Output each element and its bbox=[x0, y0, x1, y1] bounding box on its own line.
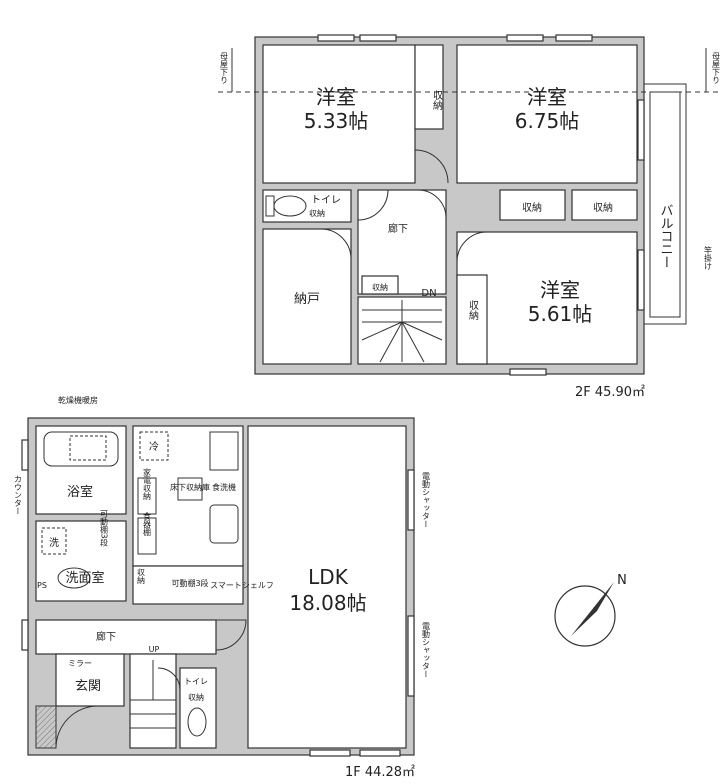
toilet-1f-closet-label: 収納 bbox=[188, 692, 204, 702]
room-nw bbox=[262, 44, 416, 184]
entrance-hatch bbox=[35, 705, 57, 749]
dryer-unit-icon bbox=[69, 435, 107, 461]
compass-needle-icon bbox=[571, 582, 614, 636]
dn-label: DN bbox=[421, 288, 436, 299]
door-entrance[interactable] bbox=[55, 705, 99, 749]
appliance-storage-icon bbox=[137, 477, 157, 515]
washer-icon bbox=[41, 527, 67, 555]
food-shelf-label: 食器棚 bbox=[143, 511, 152, 537]
room-se-name: 洋室 bbox=[540, 278, 580, 302]
food-shelf-icon bbox=[137, 517, 157, 555]
windows-2f bbox=[317, 34, 645, 376]
closet-ne-a bbox=[499, 189, 566, 221]
fridge-label: 冷 bbox=[149, 440, 159, 453]
hall-closet-label: 収納 bbox=[137, 567, 146, 585]
floor2-caption: 2F 45.90㎡ bbox=[575, 385, 645, 400]
toilet-2f-closet-label: 収納 bbox=[309, 208, 325, 218]
toilet-bowl-1f-icon bbox=[187, 707, 207, 737]
corridor-1f bbox=[35, 619, 217, 655]
storage-room-label: 納戸 bbox=[294, 292, 320, 307]
closet-corridor bbox=[361, 275, 399, 295]
up-label: UP bbox=[149, 645, 160, 654]
bath-label: 浴室 bbox=[67, 484, 93, 500]
mirror-label: ミラー bbox=[68, 659, 92, 668]
shutter-top-label: 電動シャッター bbox=[422, 472, 431, 528]
hall-closet bbox=[132, 565, 244, 605]
underfloor-label: 床下収納庫 bbox=[170, 482, 210, 492]
door-toilet-1f[interactable] bbox=[157, 667, 181, 691]
pole-hanger-label: 竿掛け bbox=[704, 245, 713, 270]
shutter-bottom-label: 電動シャッター bbox=[422, 622, 431, 678]
corridor-2f-label: 廊下 bbox=[388, 222, 408, 235]
ldk-size: 18.08帖 bbox=[289, 591, 366, 615]
ps-label: PS bbox=[37, 581, 47, 590]
appliance-storage-label: 家電収納 bbox=[143, 467, 152, 501]
bathroom bbox=[35, 425, 127, 515]
toilet-1f-label: トイレ bbox=[184, 677, 208, 686]
closet-ne-b-label: 収納 bbox=[593, 201, 613, 214]
stairs-treads-1f bbox=[130, 660, 176, 729]
balcony-label: バルコニー bbox=[658, 204, 674, 269]
ldk bbox=[247, 425, 407, 749]
door-storage-room[interactable] bbox=[320, 228, 352, 260]
bathtub-icon bbox=[43, 431, 119, 467]
windows-1f bbox=[21, 439, 415, 757]
balcony-inner bbox=[649, 91, 681, 318]
compass-label: N bbox=[617, 573, 627, 588]
stove-icon bbox=[209, 431, 239, 471]
eave-right-label: 母屋下り bbox=[712, 52, 721, 84]
room-ne bbox=[456, 44, 638, 184]
counter-label: カウンター bbox=[14, 475, 23, 515]
entrance-label: 玄関 bbox=[75, 679, 101, 694]
washer-label: 洗 bbox=[49, 537, 59, 549]
storage-room bbox=[262, 228, 352, 365]
closet-nw-label: 収納 bbox=[431, 90, 443, 111]
shelf-adjustable-label: 可動棚3段 bbox=[100, 509, 109, 547]
toilet-tank-2f-icon bbox=[265, 195, 275, 217]
dryer-label: 乾燥機暖房 bbox=[58, 395, 98, 405]
floor1-caption: 1F 44.28㎡ bbox=[345, 765, 415, 780]
room-nw-name: 洋室 bbox=[316, 85, 356, 109]
underfloor-storage-icon bbox=[177, 477, 203, 501]
shelf3-label: 可動棚3段 bbox=[171, 578, 208, 588]
dishwasher-label: 食洗機 bbox=[212, 482, 236, 492]
corridor-1f-label: 廊下 bbox=[96, 630, 116, 643]
closet-ne-a-label: 収納 bbox=[522, 201, 542, 214]
washbasin-icon bbox=[57, 567, 91, 589]
closet-ne-b bbox=[571, 189, 638, 221]
balcony bbox=[643, 83, 687, 325]
door-room-nw[interactable] bbox=[414, 149, 449, 184]
door-toilet-2f[interactable] bbox=[417, 189, 447, 219]
floor-2: 洋室 5.33帖 洋室 6.75帖 洋室 5.61帖 納戸 廊下 トイレ 収納 … bbox=[218, 34, 721, 400]
door-room-se[interactable] bbox=[456, 231, 488, 263]
toilet-2f bbox=[262, 189, 352, 223]
room-nw-size: 5.33帖 bbox=[304, 109, 369, 133]
smart-shelf-label: スマートシェルフ bbox=[210, 581, 274, 590]
ldk-name: LDK bbox=[308, 565, 349, 589]
corridor-closet-label: 収納 bbox=[372, 282, 388, 292]
room-ne-name: 洋室 bbox=[527, 85, 567, 109]
closet-se-label: 収納 bbox=[467, 300, 479, 321]
washroom-label: 洗面室 bbox=[65, 570, 104, 586]
closet-se bbox=[456, 274, 488, 365]
kitchen-sink-icon bbox=[209, 504, 239, 544]
eave-left-label: 母屋下り bbox=[220, 52, 229, 84]
room-se-size: 5.61帖 bbox=[528, 302, 593, 326]
entrance bbox=[55, 653, 125, 707]
washroom bbox=[35, 520, 127, 602]
toilet-2f-label: トイレ bbox=[311, 195, 341, 206]
fridge-icon bbox=[139, 431, 169, 461]
room-ne-size: 6.75帖 bbox=[515, 109, 580, 133]
closet-nw bbox=[414, 44, 444, 130]
door-corridor-2f[interactable] bbox=[357, 189, 389, 221]
floor-1: LDK 18.08帖 乾燥機暖房 浴室 カウンター 洗 可動棚3段 洗面室 PS… bbox=[14, 395, 431, 780]
stairs-treads-2f bbox=[361, 300, 443, 363]
compass: N bbox=[554, 573, 627, 647]
door-ldk[interactable] bbox=[215, 619, 247, 651]
